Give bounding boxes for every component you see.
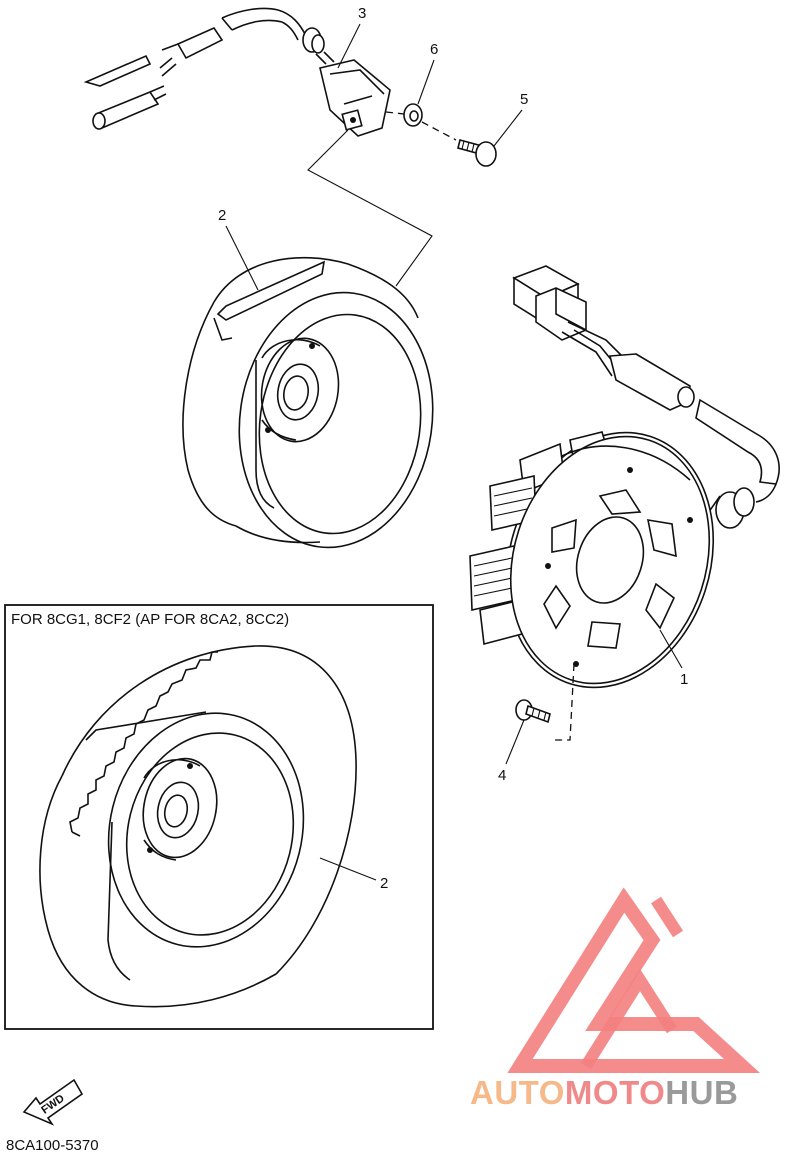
callout-3: 3 [358, 5, 366, 22]
callout-1: 1 [680, 671, 688, 688]
watermark-text: AUTOMOTOHUB [470, 1074, 738, 1111]
flywheel-rotor [182, 256, 434, 549]
callout-4: 4 [498, 767, 506, 784]
watermark-part-moto: MOTO [565, 1074, 665, 1111]
callout-6: 6 [430, 41, 438, 58]
variant-inset-box [4, 604, 434, 1030]
watermark-part-hub: HUB [665, 1074, 738, 1111]
stator-screw [515, 699, 551, 724]
screw [457, 139, 497, 167]
diagram-code: 8CA100-5370 [6, 1137, 99, 1154]
pickup-coil-assembly [83, 7, 391, 137]
callout-2-top: 2 [218, 207, 226, 224]
washer [403, 103, 423, 127]
callout-2-inset: 2 [380, 875, 388, 892]
forward-direction-arrow: FWD [22, 1078, 84, 1126]
callout-5: 5 [520, 91, 528, 108]
inset-label: FOR 8CG1, 8CF2 (AP FOR 8CA2, 8CC2) [11, 611, 289, 628]
watermark-part-auto: AUTO [470, 1074, 565, 1111]
automotohub-logo [507, 887, 761, 1073]
flywheel-with-ring-gear [39, 645, 357, 1008]
callouts: 3 6 5 2 1 4 2 [218, 5, 688, 892]
stator-assembly [469, 265, 780, 689]
